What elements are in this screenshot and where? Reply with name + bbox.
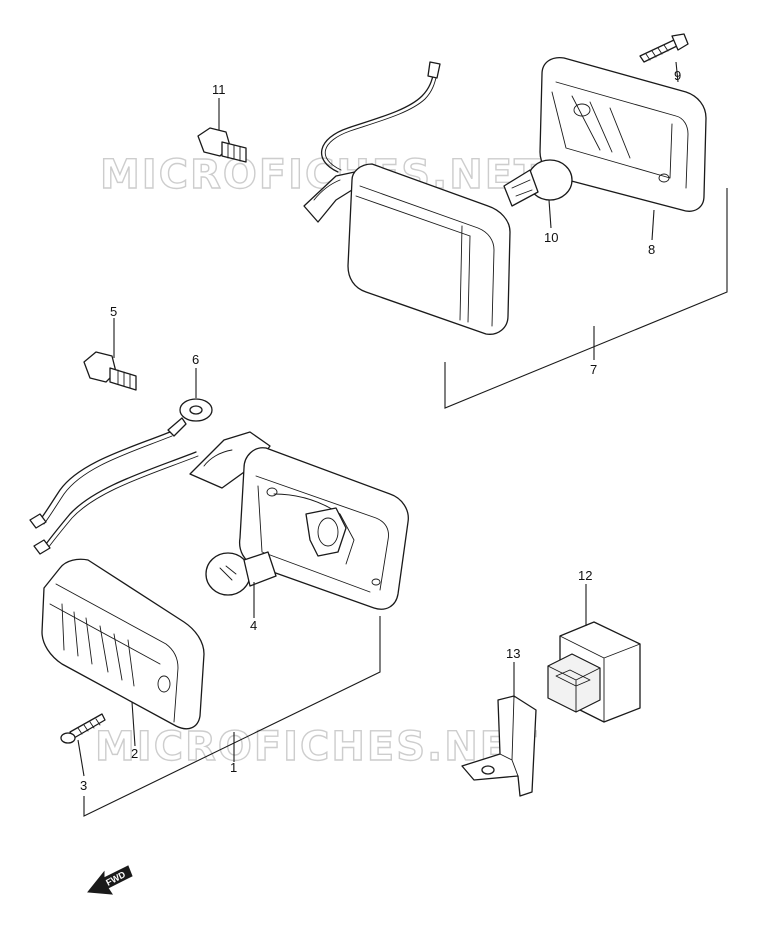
callout-4: 4	[250, 618, 257, 633]
callouts: 11 9 10 8 7 5 6 4 2 3 1 12 13	[80, 68, 681, 793]
callout-2: 2	[131, 746, 138, 761]
callout-10: 10	[544, 230, 558, 245]
callout-13: 13	[506, 646, 520, 661]
ground-wire	[29, 398, 213, 555]
callout-9: 9	[674, 68, 681, 83]
bracket	[461, 695, 537, 797]
callout-3: 3	[80, 778, 87, 793]
relay	[547, 621, 641, 723]
watermark-bottom: MICROFICHES.NET	[95, 724, 538, 770]
lens-front	[41, 558, 205, 730]
screw-9	[639, 33, 689, 63]
callout-8: 8	[648, 242, 655, 257]
callout-7: 7	[590, 362, 597, 377]
callout-5: 5	[110, 304, 117, 319]
leader-lines	[77, 61, 728, 817]
screw-3	[60, 713, 106, 744]
forward-direction-arrow-icon: FWD	[87, 865, 133, 895]
bolt-5	[83, 351, 137, 391]
watermark-top: MICROFICHES.NET	[100, 152, 543, 198]
callout-11: 11	[212, 82, 226, 97]
bulb-front	[205, 551, 277, 596]
lamp-housing	[539, 56, 707, 212]
turn-signal-rear-assembly	[303, 61, 511, 335]
bulb-rear	[503, 159, 573, 207]
callout-1: 1	[230, 760, 237, 775]
callout-6: 6	[192, 352, 199, 367]
callout-12: 12	[578, 568, 592, 583]
bolt-11	[197, 127, 247, 163]
turn-signal-front-housing	[189, 431, 409, 610]
